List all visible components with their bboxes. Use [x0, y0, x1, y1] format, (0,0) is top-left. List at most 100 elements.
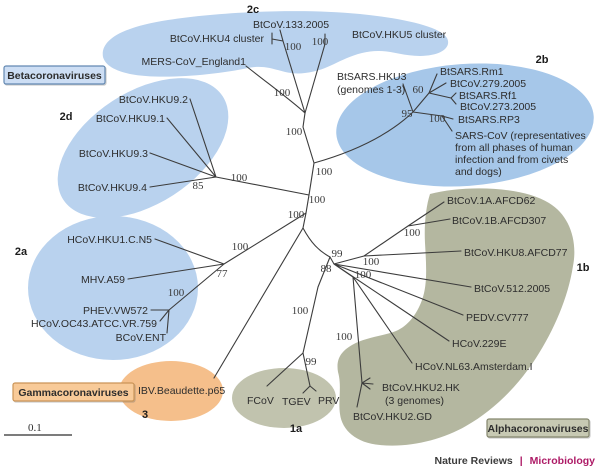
taxon-phev: PHEV.VW572: [83, 305, 148, 317]
branch-clade-2b: [313, 73, 457, 164]
taxon-sars-cov-line2: from all phases of human: [455, 142, 573, 154]
taxon-hku9-1: BtCoV.HKU9.1: [96, 113, 165, 125]
taxon-sars-cov-line1: SARS-CoV (representatives: [455, 130, 586, 142]
taxon-ibv: IBV.Beaudette.p65: [138, 385, 225, 397]
bootstrap-backbone-top: 100: [286, 126, 303, 138]
taxon-tgev: TGEV: [282, 396, 311, 408]
taxon-oc43: HCoV.OC43.ATCC.VR.759: [31, 318, 157, 330]
taxon-btsars-rm1: BtSARS.Rm1: [440, 66, 504, 78]
footer-brand-text: Nature Reviews: [435, 455, 513, 467]
scale-bar: 0.1: [4, 422, 72, 436]
branch-clade-2c: [245, 29, 326, 114]
group-label-3: 3: [142, 409, 148, 421]
taxon-mhv-a59: MHV.A59: [81, 274, 125, 286]
group-label-2d: 2d: [60, 111, 73, 123]
branch-alpha: [266, 201, 472, 408]
bootstrap-2c-hku5: 100: [312, 36, 329, 48]
taxon-btcov-1a: BtCoV.1A.AFCD62: [447, 195, 535, 207]
bootstrap-hku8-node: 100: [363, 256, 380, 268]
taxon-btsars-rf1: BtSARS.Rf1: [459, 90, 517, 102]
bootstrap-88: 88: [321, 263, 333, 275]
taxon-hku9-3: BtCoV.HKU9.3: [79, 148, 148, 160]
bootstrap-2d-clade: 100: [231, 172, 248, 184]
taxon-hcov-229e: HCoV.229E: [452, 338, 506, 350]
bootstrap-1a-node: 99: [306, 356, 318, 368]
group-label-2b: 2b: [536, 54, 549, 66]
footer-credit: Nature Reviews | Microbiology: [435, 451, 596, 468]
taxon-btcov-1b: BtCoV.1B.AFCD307: [452, 215, 546, 227]
blob-2d: [57, 78, 229, 218]
taxon-btcov-279: BtCoV.279.2005: [450, 78, 526, 90]
taxon-hcov-nl63: HCoV.NL63.Amsterdam.I: [415, 361, 533, 373]
bootstrap-hku9: 85: [193, 180, 205, 192]
taxon-labels: BtCoV.HKU4 cluster MERS-CoV_England1 BtC…: [31, 19, 586, 423]
gammacoronaviruses-label: Gammacoronaviruses: [18, 387, 128, 399]
taxon-btsars-hku3-line2: (genomes 1-3): [337, 84, 405, 96]
taxon-btcov-hku8: BtCoV.HKU8.AFCD77: [464, 247, 568, 259]
alphacoronaviruses-box: [486, 418, 590, 438]
taxon-hku2-hk-line2: (3 genomes): [385, 395, 444, 407]
taxon-btcov-133: BtCoV.133.2005: [253, 19, 329, 31]
legend-betacoronaviruses: Betacoronaviruses: [3, 65, 106, 85]
bootstrap-95: 95: [402, 108, 414, 120]
blob-2c: [102, 11, 449, 77]
taxon-hku2-hk-line1: BtCoV.HKU2.HK: [382, 382, 460, 394]
branch-clade-2a: [127, 212, 307, 334]
branch-backbone: [302, 112, 331, 258]
footer-journal-text: Microbiology: [530, 455, 595, 467]
group-label-1b: 1b: [577, 262, 590, 274]
bootstrap-2a-junction: 100: [288, 209, 305, 221]
blob-1a: [232, 368, 336, 428]
taxon-prv: PRV: [318, 395, 339, 407]
group-label-1a: 1a: [290, 423, 303, 435]
bootstrap-2a-clade: 100: [232, 241, 249, 253]
taxon-btcov-273: BtCoV.273.2005: [460, 101, 536, 113]
branch-gamma: [213, 227, 304, 379]
legend-alphacoronaviruses: Alphacoronaviruses: [486, 418, 590, 438]
taxon-sars-cov-line4: and dogs): [455, 166, 502, 178]
bootstrap-2d-junction: 100: [309, 194, 326, 206]
taxon-hku9-2: BtCoV.HKU9.2: [119, 94, 188, 106]
taxon-btsars-hku3-line1: BtSARS.HKU3: [337, 71, 407, 83]
bootstrap-99: 99: [332, 248, 344, 260]
taxon-hcov-hku1: HCoV.HKU1.C.N5: [67, 234, 152, 246]
group-label-2c: 2c: [247, 4, 259, 16]
tree-branches: [127, 29, 472, 408]
taxon-btcov-512: BtCoV.512.2005: [474, 283, 550, 295]
taxon-fcov: FCoV: [247, 395, 274, 407]
bootstrap-2c-subclade: 100: [285, 41, 302, 53]
blob-3-gamma: [119, 361, 223, 421]
clade-group-labels: 2c 2b 2d 2a 1b 1a 3: [15, 4, 590, 435]
bootstrap-2a-node: 77: [217, 268, 229, 280]
group-label-2a: 2a: [15, 246, 28, 258]
bootstrap-2c-stem: 100: [274, 87, 291, 99]
branch-clade-2d: [149, 98, 310, 196]
betacoronaviruses-box: [3, 65, 106, 85]
bootstrap-labels: 100 100 100 100 100 100 100 100 85 100 7…: [168, 36, 446, 368]
footer-separator: |: [520, 455, 523, 467]
taxon-pedv: PEDV.CV777: [466, 312, 529, 324]
scale-bar-label: 0.1: [28, 422, 42, 434]
taxon-mers: MERS-CoV_England1: [142, 56, 247, 68]
taxon-btcov-hku4: BtCoV.HKU4 cluster: [170, 33, 265, 45]
blob-2b: [336, 63, 594, 187]
bootstrap-hku2-node: 100: [336, 331, 353, 343]
bootstrap-1a1b-node: 100: [404, 227, 421, 239]
betacoronaviruses-label: Betacoronaviruses: [7, 70, 102, 82]
blob-1b: [337, 188, 575, 446]
bootstrap-60: 60: [413, 84, 425, 96]
legend-gammacoronaviruses: Gammacoronaviruses: [12, 382, 135, 402]
taxon-sars-cov-line3: infection and from civets: [455, 154, 568, 166]
bootstrap-1a-stem: 100: [292, 305, 309, 317]
bootstrap-2a-subclade: 100: [168, 287, 185, 299]
taxon-hku2-gd: BtCoV.HKU2.GD: [353, 411, 432, 423]
taxon-btcov-hku5: BtCoV.HKU5 cluster: [352, 29, 447, 41]
blob-2a: [28, 216, 198, 360]
taxon-btsars-rp3: BtSARS.RP3: [458, 114, 520, 126]
group-highlight-blobs: [28, 11, 594, 446]
taxon-hku9-4: BtCoV.HKU9.4: [78, 182, 147, 194]
bootstrap-sars-node: 100: [429, 113, 446, 125]
bootstrap-2b-junction: 100: [316, 166, 333, 178]
